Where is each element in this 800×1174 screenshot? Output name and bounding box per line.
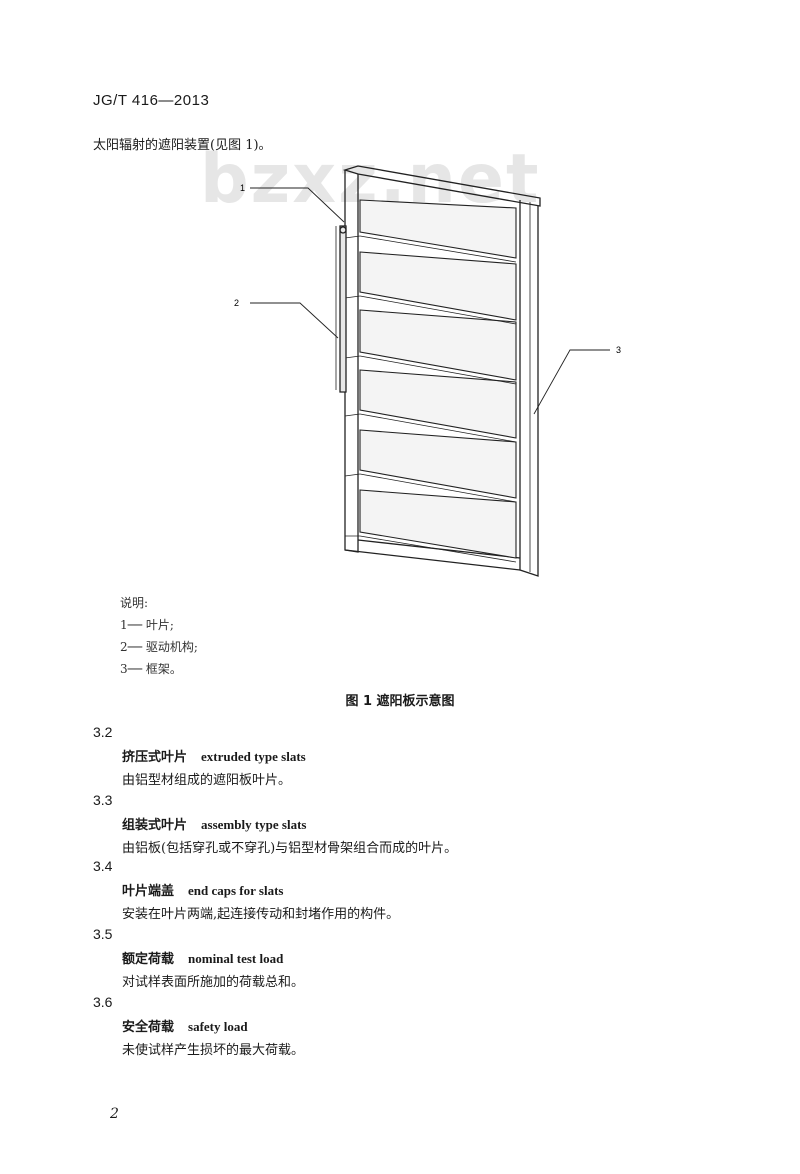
term-zh: 额定荷载 xyxy=(122,952,175,967)
clause-number: 3.5 xyxy=(93,926,113,942)
clause-number: 3.2 xyxy=(93,724,113,740)
intro-text: 太阳辐射的遮阳装置(见图 1)。 xyxy=(93,138,272,153)
slat-1 xyxy=(359,199,517,259)
slat-3 xyxy=(359,309,517,381)
term-en: nominal test load xyxy=(188,951,284,966)
term-definition: 对试样表面所施加的荷载总和。 xyxy=(122,975,305,990)
clause-number: 3.3 xyxy=(93,792,113,808)
louvre-figure: 1 2 3 xyxy=(234,165,621,577)
term-definition: 由铝型材组成的遮阳板叶片。 xyxy=(122,773,292,788)
term-zh: 叶片端盖 xyxy=(122,884,175,899)
callout-3: 3 xyxy=(616,345,621,355)
term-en: safety load xyxy=(188,1019,248,1034)
term-en: extruded type slats xyxy=(201,749,306,764)
term-line: 额定荷载 nominal test load xyxy=(122,948,283,967)
term-line: 挤压式叶片 extruded type slats xyxy=(122,746,306,765)
term-zh: 挤压式叶片 xyxy=(122,750,188,765)
clause-number: 3.4 xyxy=(93,858,113,874)
term-line: 安全荷载 safety load xyxy=(122,1016,248,1035)
term-line: 组装式叶片 assembly type slats xyxy=(122,814,306,833)
callout-2: 2 xyxy=(234,298,239,308)
term-line: 叶片端盖 end caps for slats xyxy=(122,880,283,899)
legend-item-3: 3── 框架。 xyxy=(120,662,182,676)
term-en: assembly type slats xyxy=(201,817,307,832)
slat-5 xyxy=(359,429,517,499)
page-number: 2 xyxy=(110,1106,119,1122)
leader-3 xyxy=(533,349,610,415)
term-zh: 组装式叶片 xyxy=(122,818,188,833)
slats xyxy=(344,199,517,563)
legend-item-1: 1── 叶片; xyxy=(120,618,174,632)
frame-right-post xyxy=(519,200,539,577)
leader-2 xyxy=(250,302,339,339)
term-definition: 由铝板(包括穿孔或不穿孔)与铝型材骨架组合而成的叶片。 xyxy=(122,841,458,856)
legend-title: 说明: xyxy=(120,596,149,610)
legend-item-2: 2── 驱动机构; xyxy=(120,640,198,654)
figure-caption: 图 1 遮阳板示意图 xyxy=(345,694,455,709)
term-zh: 安全荷载 xyxy=(122,1020,175,1035)
drive-mechanism xyxy=(339,225,347,393)
standard-header: JG/T 416—2013 xyxy=(93,92,210,109)
slat-4 xyxy=(359,369,517,439)
frame-top xyxy=(342,165,541,207)
term-definition: 安装在叶片两端,起连接传动和封堵作用的构件。 xyxy=(122,907,400,922)
slat-6 xyxy=(359,489,517,559)
callout-1: 1 xyxy=(240,183,245,193)
slat-2 xyxy=(359,251,517,321)
frame-left-post xyxy=(344,170,359,553)
leader-1 xyxy=(250,187,345,223)
term-en: end caps for slats xyxy=(188,883,284,898)
term-definition: 未使试样产生损坏的最大荷载。 xyxy=(122,1043,305,1058)
clause-number: 3.6 xyxy=(93,994,113,1010)
